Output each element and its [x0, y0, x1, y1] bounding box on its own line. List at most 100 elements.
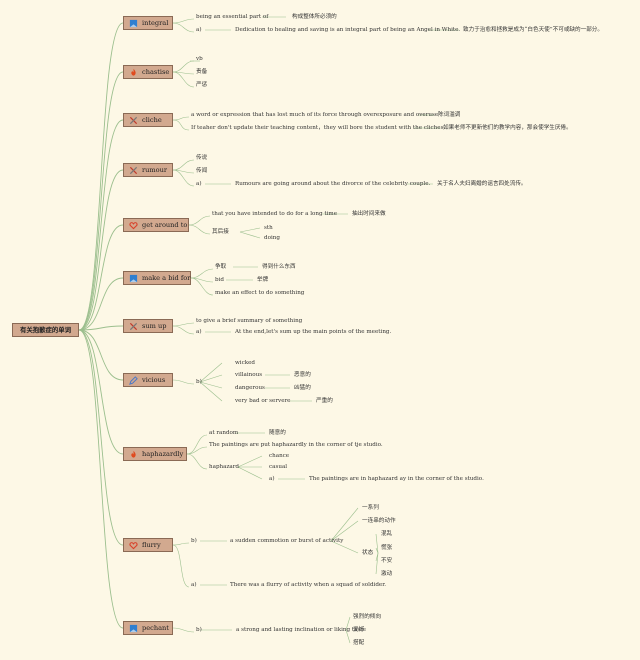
node-text: 慌张	[381, 545, 393, 551]
node-text: 随意的	[269, 430, 286, 436]
node-text: villainous	[235, 372, 263, 378]
connector-line	[239, 231, 261, 239]
node-text: Rumours are going around about the divor…	[235, 181, 431, 187]
node-flurry[interactable]: flurry	[123, 538, 173, 552]
connector-line	[186, 453, 208, 470]
node-label: pechant	[142, 624, 169, 632]
node-text: a word or expression that has lost much …	[191, 112, 439, 118]
node-pechant[interactable]: pechant	[123, 621, 173, 635]
connector-line	[78, 277, 124, 331]
pen-icon	[129, 376, 138, 385]
node-label: chastise	[142, 68, 170, 76]
node-rumour[interactable]: rumour	[123, 163, 173, 177]
connector-line	[199, 374, 223, 383]
connector-line	[345, 616, 351, 631]
connector-line	[78, 329, 124, 381]
node-text: Dedication to healing and saving is an i…	[235, 27, 461, 33]
node-get-around-to[interactable]: get around to	[123, 218, 189, 232]
node-text: The paintings are put haphazardly in the…	[209, 442, 383, 448]
node-sum-up[interactable]: sum up	[123, 319, 173, 333]
node-text: 严重的	[316, 398, 333, 404]
connector-line	[188, 215, 211, 226]
node-text: b)	[196, 627, 202, 633]
node-label: make a bid for	[142, 274, 191, 282]
node-text: 抽出时间来做	[352, 211, 386, 217]
node-integral[interactable]: integral	[123, 16, 173, 30]
connector-line	[172, 627, 195, 633]
connector-line	[190, 268, 214, 279]
node-text: a)	[269, 476, 275, 482]
node-text: 举牌	[257, 277, 269, 283]
node-text: 构成整体所必须的	[292, 14, 337, 20]
connector-line	[172, 544, 190, 588]
node-text: b)	[196, 379, 202, 385]
connector-line	[172, 379, 195, 385]
connector-line	[172, 119, 190, 131]
node-text: 责备	[196, 69, 208, 75]
node-text: 一系列	[362, 505, 379, 511]
connector-line	[172, 169, 195, 187]
node-text: At the end,let's sum up the main points …	[235, 329, 392, 335]
node-cliche[interactable]: cliche	[123, 113, 173, 127]
node-text: that you have intended to do for a long …	[212, 211, 338, 217]
node-text: 严惩	[196, 82, 208, 88]
connector-line	[172, 22, 195, 33]
connector-line	[375, 533, 379, 554]
node-label: flurry	[142, 541, 161, 549]
tools-icon	[129, 116, 138, 125]
node-make-a-bid-for[interactable]: make a bid for	[123, 271, 191, 285]
root-node[interactable]: 有关抱歉症的单词	[12, 323, 79, 337]
tools-icon	[129, 322, 138, 331]
node-text: 一连串的动作	[362, 518, 396, 524]
node-label: rumour	[142, 166, 168, 174]
node-text: 传说	[196, 155, 208, 161]
node-label: cliche	[142, 116, 162, 124]
node-text: 强烈的倾向	[353, 614, 381, 620]
connector-line	[199, 381, 223, 402]
flag-icon	[129, 624, 138, 633]
node-label: vicious	[142, 376, 166, 384]
node-text: a)	[191, 582, 197, 588]
connector-line	[78, 71, 124, 331]
connector-line	[199, 362, 223, 383]
connector-line	[78, 119, 124, 331]
connector-line	[78, 169, 124, 331]
node-text: vb	[196, 56, 203, 62]
connector-line	[172, 325, 195, 335]
connector-line	[172, 60, 195, 73]
node-text: 凶猛的	[294, 385, 311, 391]
connector-line	[237, 466, 263, 480]
node-text: a strong and lasting inclination or liki…	[236, 627, 366, 633]
connector-line	[78, 329, 124, 629]
node-text: 不安	[381, 558, 393, 564]
connector-line	[330, 540, 359, 554]
connector-line	[190, 277, 214, 296]
node-text: The paintings are in haphazard ay in the…	[309, 476, 484, 482]
node-text: 争取	[215, 264, 227, 270]
connector-line	[330, 520, 359, 542]
node-haphazardly[interactable]: haphazardly	[123, 447, 187, 461]
connector-line	[172, 159, 195, 171]
node-text: sth	[264, 225, 273, 231]
connector-line	[172, 18, 195, 24]
connector-line	[237, 455, 263, 468]
connector-line	[199, 381, 223, 389]
connector-line	[330, 507, 359, 542]
node-text: 恶意的	[294, 372, 311, 378]
node-text: 陈词滥调	[438, 112, 461, 118]
connector-line	[172, 542, 190, 546]
flag-icon	[129, 274, 138, 283]
node-text: a)	[196, 181, 202, 187]
node-text: being an essential part of	[196, 14, 269, 20]
node-text: There was a flurry of activity when a sq…	[230, 582, 387, 588]
node-text: 激动	[381, 571, 393, 577]
node-text: a)	[196, 329, 202, 335]
node-text: 传闻	[196, 168, 208, 174]
connector-line	[186, 446, 208, 455]
connector-line	[172, 71, 195, 88]
node-text: a sudden commotion or burst of activity	[230, 538, 344, 544]
connector-line	[172, 116, 190, 121]
node-chastise[interactable]: chastise	[123, 65, 173, 79]
node-label: get around to	[142, 221, 188, 229]
node-vicious[interactable]: vicious	[123, 373, 173, 387]
